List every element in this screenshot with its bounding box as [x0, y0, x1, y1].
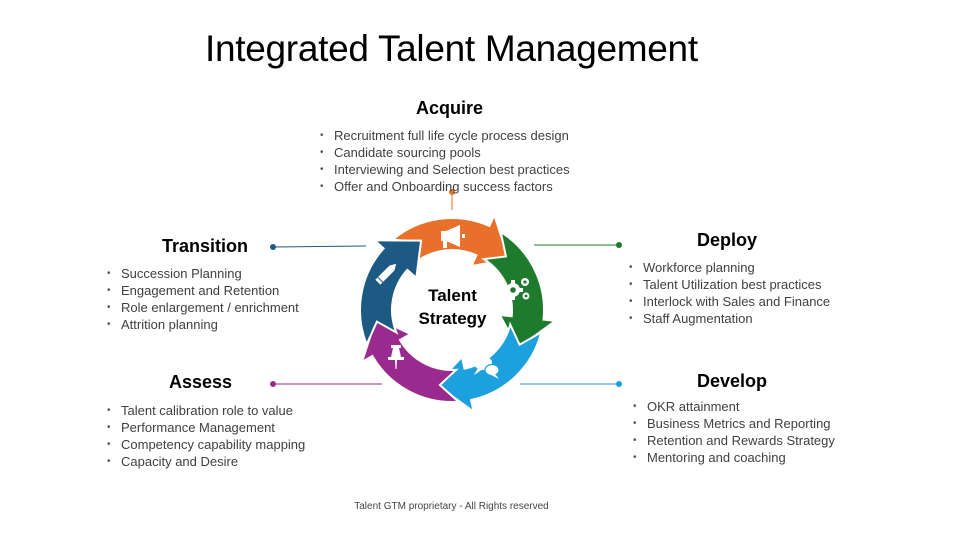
- list-item: Retention and Rewards Strategy: [633, 432, 835, 449]
- connector-transition: [270, 244, 367, 250]
- list-item: Business Metrics and Reporting: [633, 415, 835, 432]
- pencil-icon: [375, 263, 397, 285]
- list-item: Candidate sourcing pools: [320, 144, 570, 161]
- section-transition: Transition Succession PlanningEngagement…: [107, 236, 299, 333]
- connector-assess: [270, 381, 382, 387]
- list-item: Interviewing and Selection best practice…: [320, 161, 570, 178]
- list-item: Attrition planning: [107, 316, 299, 333]
- cycle-arrow-assess: [360, 316, 461, 403]
- bullet-list-transition: Succession PlanningEngagement and Retent…: [107, 265, 299, 333]
- center-label: Talent Strategy: [405, 284, 500, 330]
- pushpin-icon: [388, 345, 404, 369]
- list-item: Workforce planning: [629, 259, 830, 276]
- gears-icon: [503, 278, 530, 300]
- section-heading-transition: Transition: [162, 236, 249, 256]
- section-heading-deploy: Deploy: [697, 230, 758, 250]
- section-assess: Assess Talent calibration role to valueP…: [107, 372, 305, 470]
- list-item: Talent calibration role to value: [107, 402, 305, 419]
- connector-deploy: [534, 242, 622, 248]
- footer-note: Talent GTM proprietary - All Rights rese…: [354, 501, 549, 512]
- megaphone-icon: [441, 225, 465, 248]
- section-heading-acquire: Acquire: [416, 98, 484, 118]
- section-acquire: Acquire Recruitment full life cycle proc…: [320, 98, 570, 195]
- list-item: Recruitment full life cycle process desi…: [320, 127, 570, 144]
- page-title: Integrated Talent Management: [205, 28, 698, 69]
- center-label-line2: Strategy: [418, 309, 487, 328]
- bullet-list-assess: Talent calibration role to valuePerforma…: [107, 402, 305, 470]
- center-label-line1: Talent: [428, 286, 477, 305]
- list-item: Staff Augmentation: [629, 310, 830, 327]
- list-item: Engagement and Retention: [107, 282, 299, 299]
- list-item: Offer and Onboarding success factors: [320, 178, 570, 195]
- connector-develop: [520, 381, 622, 387]
- bullet-list-develop: OKR attainmentBusiness Metrics and Repor…: [633, 398, 835, 466]
- list-item: Capacity and Desire: [107, 453, 305, 470]
- bullet-list-deploy: Workforce planningTalent Utilization bes…: [629, 259, 830, 327]
- list-item: Mentoring and coaching: [633, 449, 835, 466]
- list-item: Competency capability mapping: [107, 436, 305, 453]
- list-item: Performance Management: [107, 419, 305, 436]
- list-item: Succession Planning: [107, 265, 299, 282]
- chat-bubbles-icon: [474, 356, 500, 379]
- list-item: OKR attainment: [633, 398, 835, 415]
- list-item: Talent Utilization best practices: [629, 276, 830, 293]
- cycle-arrow-transition: [359, 239, 423, 348]
- section-develop: Develop OKR attainmentBusiness Metrics a…: [633, 371, 835, 466]
- section-deploy: Deploy Workforce planningTalent Utilizat…: [629, 230, 830, 327]
- section-heading-develop: Develop: [697, 371, 768, 391]
- list-item: Interlock with Sales and Finance: [629, 293, 830, 310]
- list-item: Role enlargement / enrichment: [107, 299, 299, 316]
- section-heading-assess: Assess: [169, 372, 233, 392]
- bullet-list-acquire: Recruitment full life cycle process desi…: [320, 127, 570, 195]
